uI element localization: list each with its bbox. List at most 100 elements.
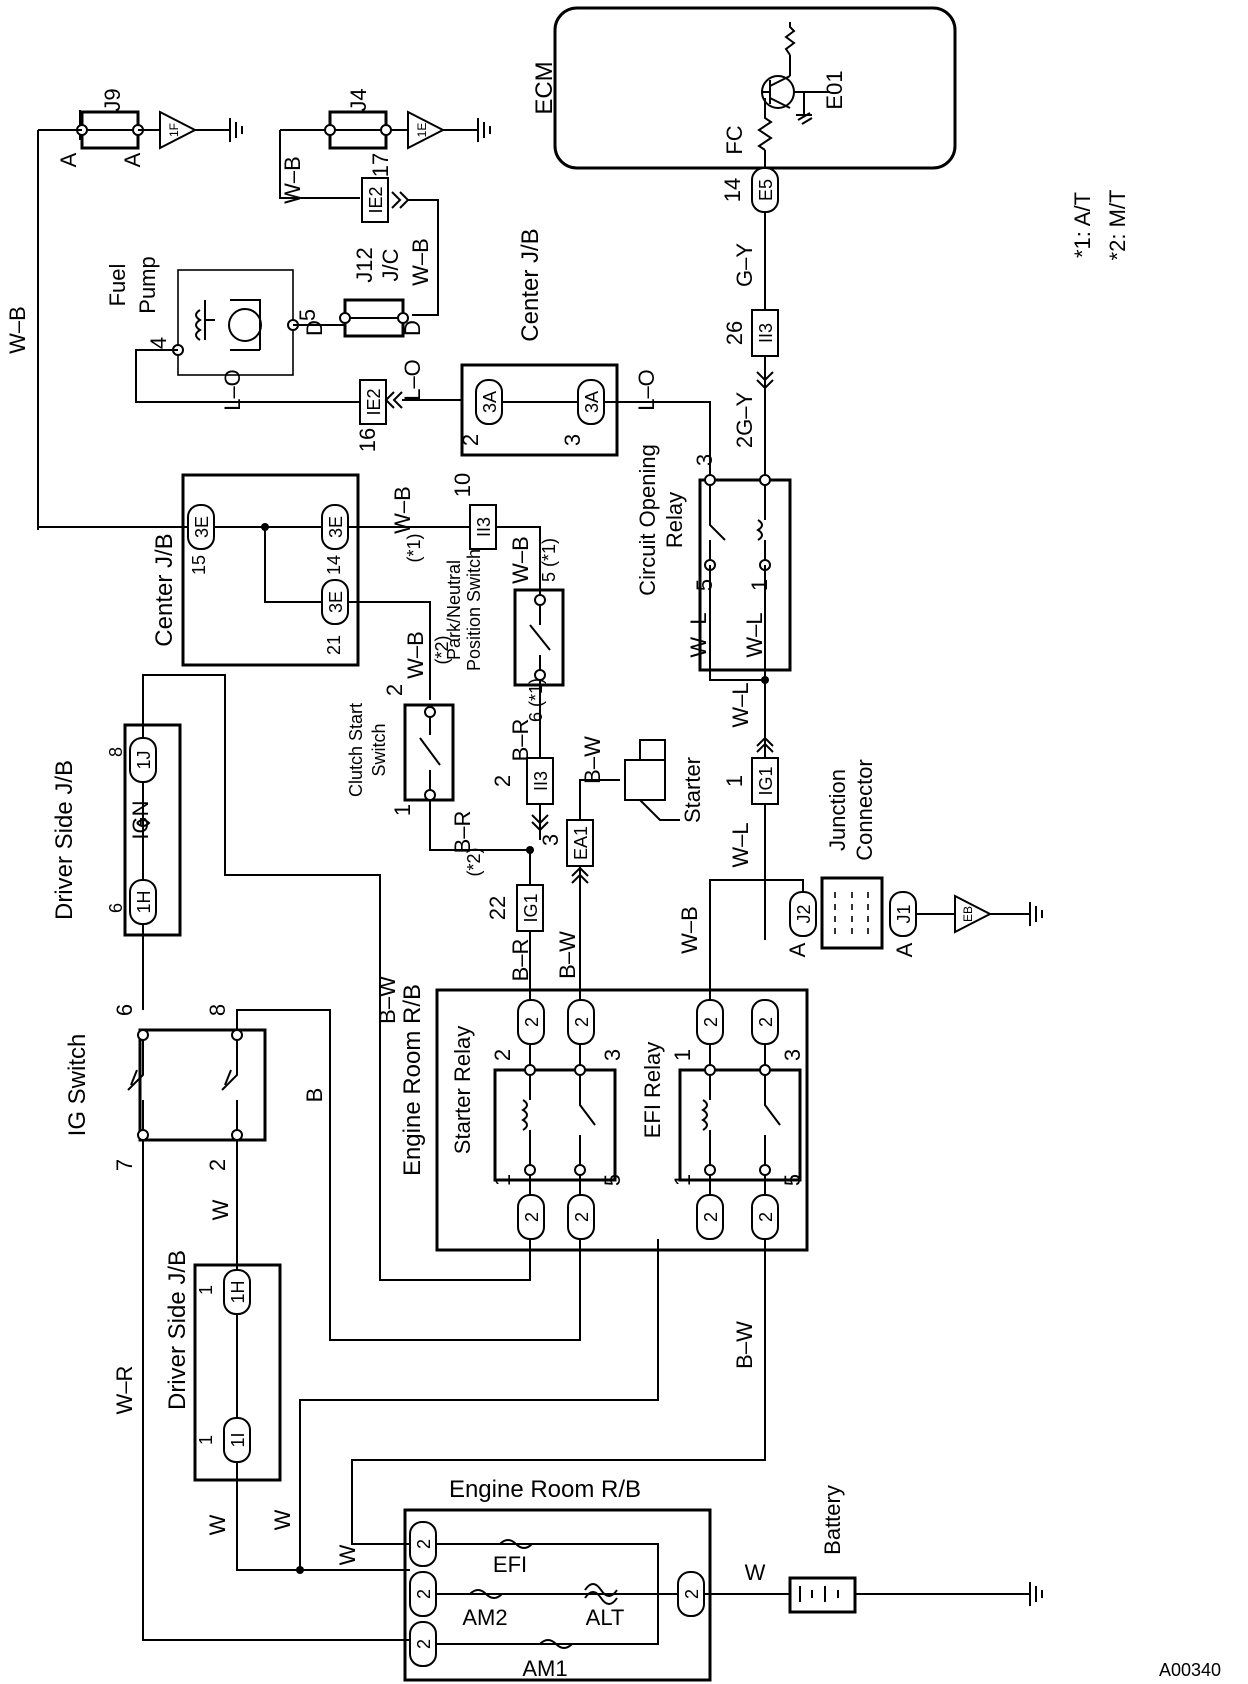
svg-text:A: A [120, 152, 145, 167]
svg-text:3: 3 [600, 1049, 625, 1061]
svg-text:B–W: B–W [732, 1321, 757, 1369]
svg-text:2: 2 [205, 1159, 230, 1171]
svg-text:2: 2 [572, 1017, 592, 1027]
svg-text:A: A [785, 942, 810, 957]
e01-label: E01 [822, 70, 847, 109]
svg-text:IE2: IE2 [364, 388, 384, 415]
svg-text:6: 6 [106, 903, 126, 913]
svg-text:(*2): (*2) [464, 847, 484, 876]
driver-jb-ign-box [123, 723, 182, 937]
engine-room-rb-relay-box [435, 988, 809, 1252]
junction-connector-label: Junction [825, 769, 850, 851]
svg-text:B–W: B–W [555, 931, 580, 979]
ig-switch-box [138, 1028, 267, 1142]
svg-text:3E: 3E [192, 516, 212, 538]
svg-text:1: 1 [722, 775, 747, 787]
svg-text:(*2): (*2) [432, 635, 452, 664]
svg-text:IG1: IG1 [756, 766, 776, 795]
center-jb-3e-box [181, 473, 360, 667]
svg-text:21: 21 [324, 635, 344, 655]
svg-text:E5: E5 [756, 179, 776, 201]
svg-text:IG1: IG1 [521, 893, 541, 922]
ground-1e [407, 110, 491, 150]
svg-text:1H: 1H [134, 890, 154, 913]
svg-text:2: 2 [414, 1589, 434, 1599]
park-neutral-label-2: Position Switch [464, 549, 484, 671]
fuel-pump-label: Pump [135, 256, 160, 313]
svg-text:W–B: W–B [677, 906, 702, 954]
svg-text:5: 5 [600, 1174, 625, 1186]
ig-switch-label: IG Switch [64, 1034, 91, 1137]
j9-label: J9 [100, 88, 125, 111]
svg-text:B–R: B–R [450, 811, 475, 854]
engine-room-rb-top-label: Engine Room R/B [399, 984, 426, 1176]
svg-text:EB: EB [961, 906, 975, 922]
note-at: *1: A/T [1070, 192, 1095, 258]
svg-text:B–R: B–R [508, 719, 533, 762]
junction-connector-box [820, 876, 884, 950]
svg-text:14: 14 [720, 178, 745, 202]
svg-text:L–O: L–O [400, 359, 425, 401]
jc-label: J/C [378, 248, 403, 281]
starter-relay-body [493, 1068, 617, 1182]
svg-text:2: 2 [522, 1212, 542, 1222]
svg-text:2: 2 [490, 775, 515, 787]
svg-text:2G–Y: 2G–Y [732, 392, 757, 449]
svg-text:2: 2 [382, 684, 407, 696]
circuit-opening-relay-label: Circuit Opening [635, 444, 660, 596]
svg-text:8: 8 [205, 1004, 230, 1016]
clutch-start-label: Clutch Start [346, 703, 366, 797]
svg-text:1: 1 [490, 1174, 515, 1186]
svg-text:J1: J1 [894, 904, 914, 923]
svg-text:3E: 3E [326, 516, 346, 538]
svg-text:1J: 1J [134, 750, 154, 769]
svg-text:W–B: W–B [508, 536, 533, 584]
junction-connector-label-2: Connector [852, 759, 877, 861]
svg-text:2: 2 [682, 1589, 702, 1599]
connector-ii3-top [751, 309, 779, 357]
fuel-pump-motor [228, 308, 262, 342]
connector-ea1 [566, 819, 594, 867]
svg-text:5: 5 [295, 309, 320, 321]
svg-text:3: 3 [538, 834, 563, 846]
svg-text:W: W [745, 1560, 766, 1585]
efi-relay-label: EFI Relay [640, 1042, 665, 1139]
circuit-opening-relay-label-2: Relay [662, 492, 687, 548]
fuse-alt-label: ALT [586, 1605, 625, 1630]
j12-label: J12 [352, 247, 377, 282]
svg-text:W–L: W–L [742, 612, 767, 657]
svg-text:3: 3 [560, 434, 585, 446]
svg-text:A: A [56, 152, 81, 167]
svg-text:1: 1 [390, 804, 415, 816]
svg-text:1: 1 [670, 1049, 695, 1061]
svg-text:2: 2 [701, 1017, 721, 1027]
fc-label: FC [722, 125, 747, 154]
clutch-start-label-2: Switch [369, 723, 389, 776]
svg-text:3: 3 [692, 454, 717, 466]
svg-text:17: 17 [368, 153, 393, 177]
svg-text:14: 14 [324, 555, 344, 575]
starter-label: Starter [680, 757, 705, 823]
svg-text:4: 4 [146, 337, 171, 349]
park-neutral-label: Park/Neutral [444, 560, 464, 660]
fuse-am1-label: AM1 [522, 1656, 567, 1681]
svg-text:D: D [400, 320, 425, 336]
svg-text:10: 10 [450, 473, 475, 497]
svg-text:W: W [208, 1199, 233, 1220]
svg-text:J2: J2 [794, 904, 814, 923]
svg-text:II3: II3 [474, 517, 494, 537]
svg-text:5: 5 [780, 1174, 805, 1186]
svg-text:L–O: L–O [220, 369, 245, 411]
svg-text:2: 2 [414, 1639, 434, 1649]
ecm-box [553, 6, 957, 170]
svg-text:W–B: W–B [408, 238, 433, 286]
svg-text:5: 5 [692, 579, 717, 591]
svg-text:W–L: W–L [728, 822, 753, 867]
svg-text:6: 6 [112, 1004, 137, 1016]
svg-text:1: 1 [670, 1174, 695, 1186]
svg-text:1: 1 [747, 579, 772, 591]
svg-text:1I: 1I [228, 1432, 248, 1447]
svg-text:2: 2 [414, 1539, 434, 1549]
connector-ie2-bottom [359, 379, 387, 425]
